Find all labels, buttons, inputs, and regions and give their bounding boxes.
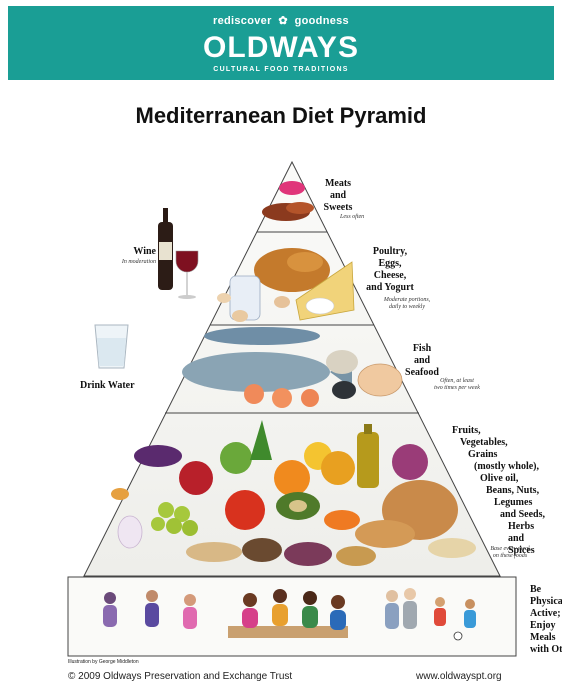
copyright: © 2009 Oldways Preservation and Exchange… [68,671,292,682]
label-wine: Wine [100,246,156,258]
label-meats-sweets: Meats and Sweets [318,178,358,214]
wine-glass-icon [176,251,198,299]
activity-base [68,577,516,656]
label-physically-active: Be Physically Active; Enjoy Meals with O… [530,584,562,656]
website-link[interactable]: www.oldwayspt.org [416,671,502,682]
water-glass-icon [95,325,128,368]
illustration-credit: Illustration by George Middleton [68,659,139,665]
note-plant-foods: Base every meal on these foods [478,546,542,560]
label-poultry-eggs-cheese-yogurt: Poultry, Eggs, Cheese, and Yogurt [353,246,427,294]
note-poultry-eggs-cheese-yogurt: Moderate portions, daily to weekly [374,297,440,311]
note-meats-sweets: Less often [340,214,364,221]
wine-bottle-icon [158,208,173,290]
label-plant-foods: Fruits, Vegetables, Grains (mostly whole… [452,425,552,557]
label-drink-water: Drink Water [80,380,170,392]
label-fish-seafood: Fish and Seafood [404,343,440,379]
note-fish-seafood: Often, at least two times per week [424,378,490,392]
note-wine: In moderation [86,259,156,266]
